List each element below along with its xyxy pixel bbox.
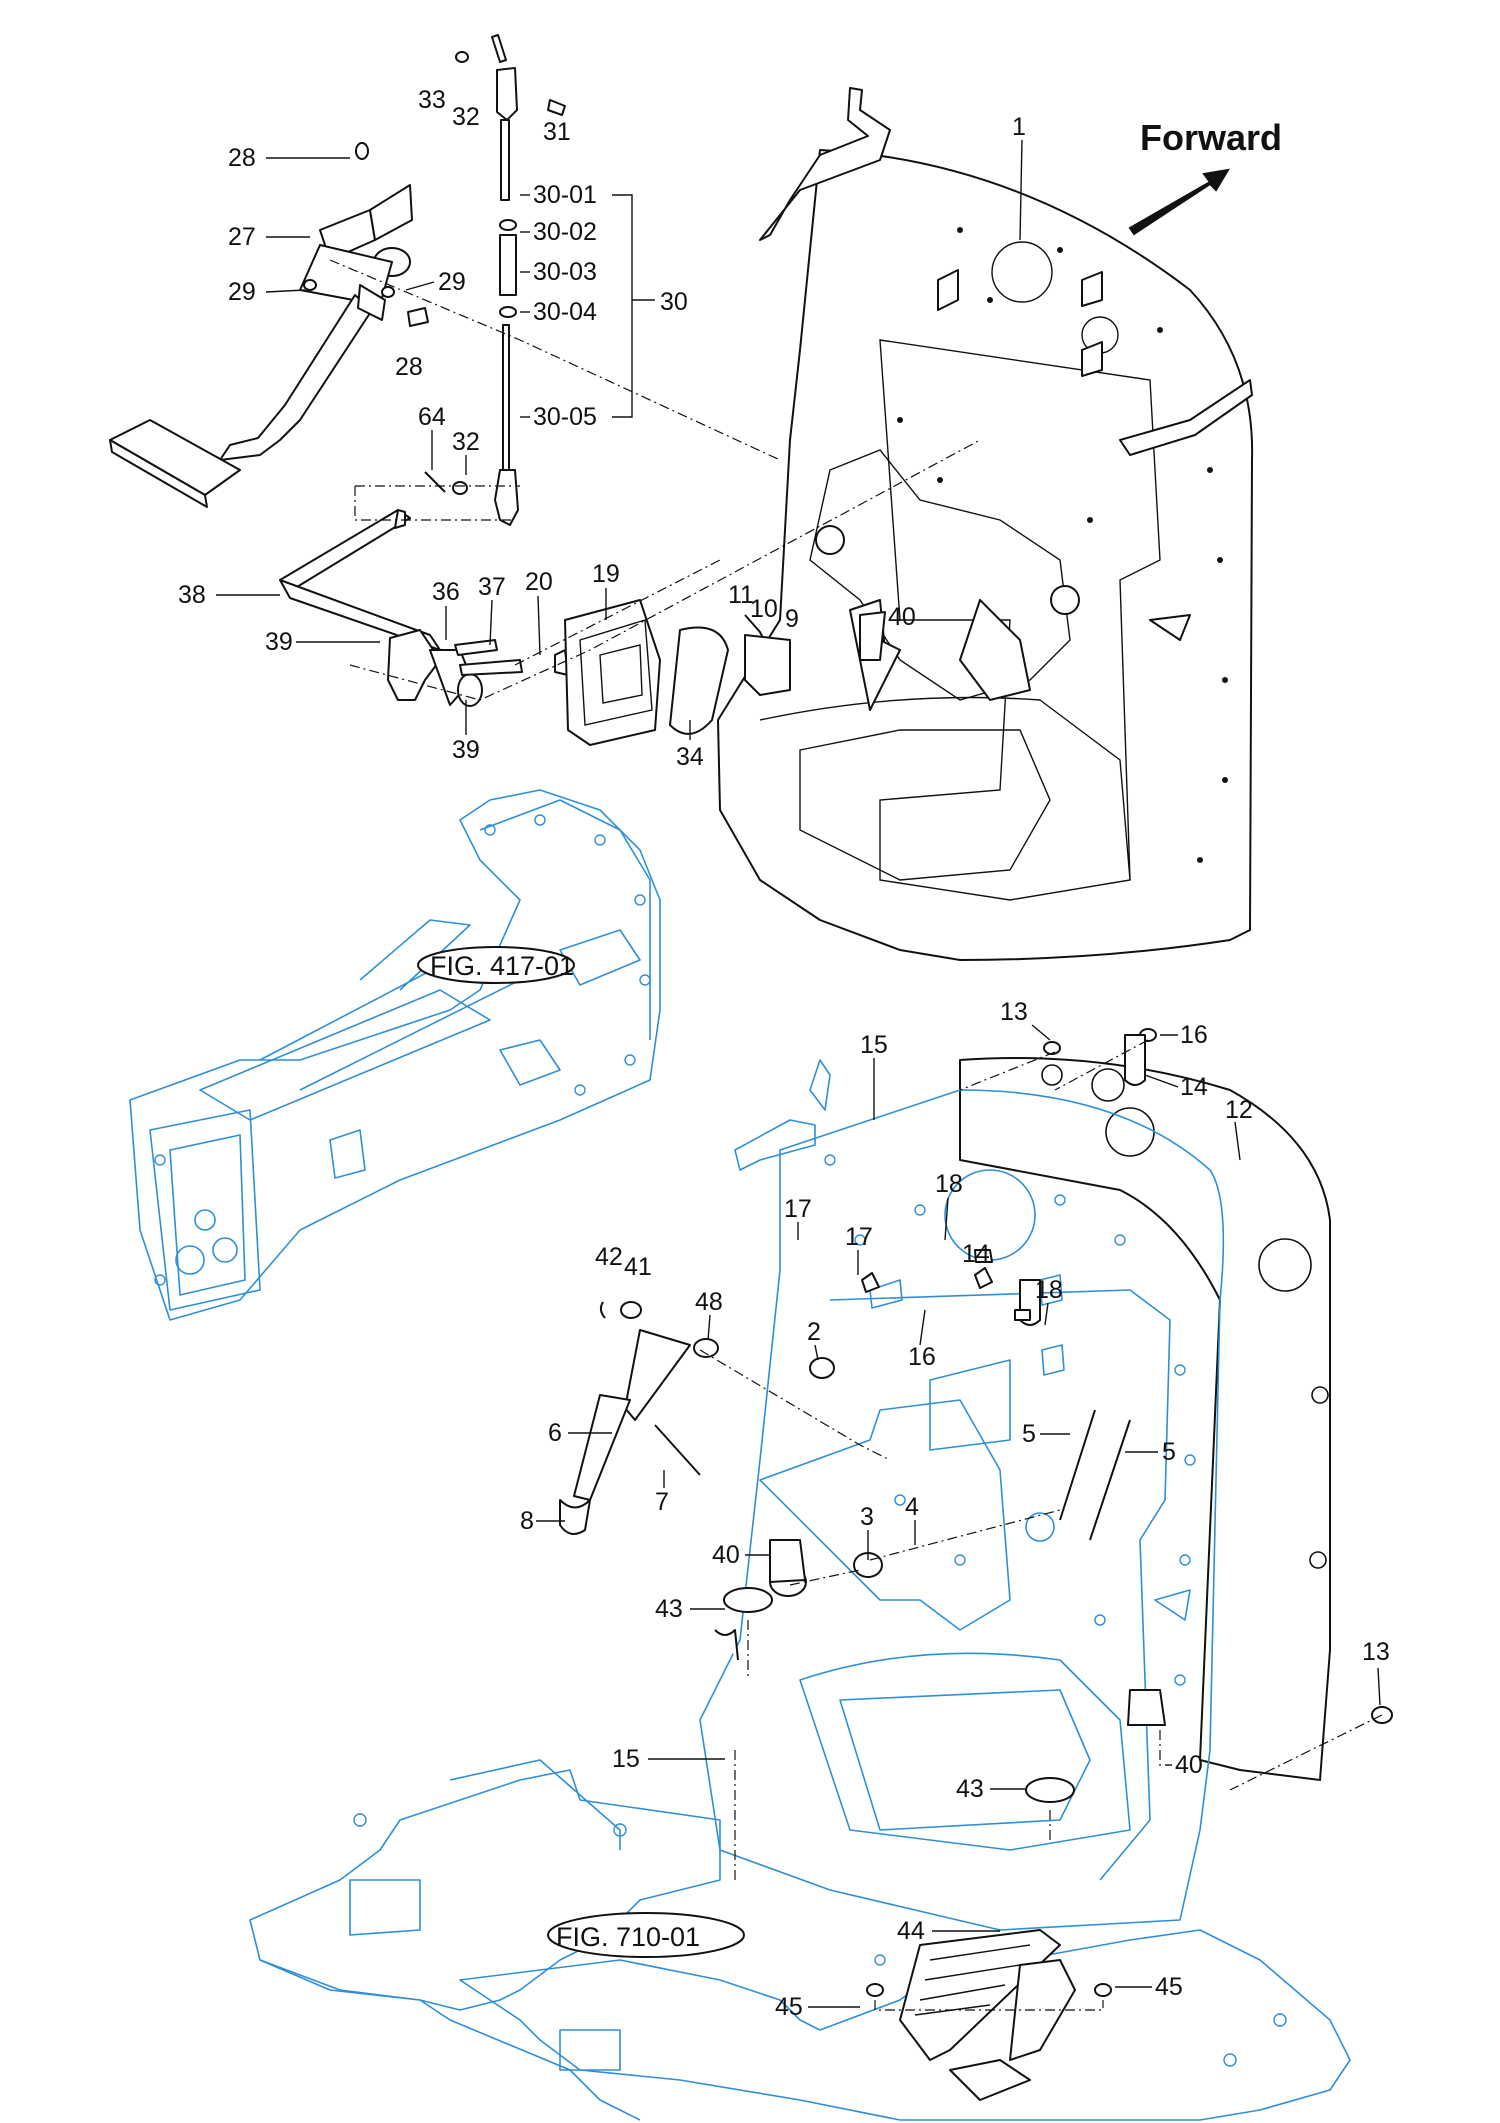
callout-20: 20 [525, 568, 553, 596]
callout-16-top: 16 [1180, 1021, 1208, 1049]
callout-33: 33 [418, 86, 446, 114]
callout-44: 44 [897, 1917, 925, 1945]
pedal-bracket-lower [699, 1059, 1225, 1931]
callout-40-right: 40 [1175, 1751, 1203, 1779]
callout-29-left: 29 [228, 278, 256, 306]
callout-15-lower: 15 [612, 1745, 640, 1773]
callout-38: 38 [178, 581, 206, 609]
callout-42: 42 [595, 1243, 623, 1271]
fig-417-ref-bubble [417, 946, 575, 984]
callout-3: 3 [860, 1503, 874, 1531]
callout-30-05: 30-05 [533, 403, 597, 431]
callout-2: 2 [807, 1318, 821, 1346]
forward-arrow-icon [1128, 168, 1230, 236]
fig-710-ref-bubble [547, 1912, 745, 1958]
forward-indicator: Forward [1128, 117, 1282, 236]
callout-32: 32 [452, 103, 480, 131]
callout-18-upper: 18 [935, 1170, 963, 1198]
callout-32-lower: 32 [452, 428, 480, 456]
fig-417-ref: FIG. 417-01 [430, 951, 574, 981]
callout-16-lower: 16 [908, 1343, 936, 1371]
callout-19: 19 [592, 560, 620, 588]
callout-30-01: 30-01 [533, 181, 597, 209]
callout-28-lower: 28 [395, 353, 423, 381]
callout-4: 4 [905, 1493, 919, 1521]
pedal-bracket-upper [717, 87, 1254, 961]
callout-41: 41 [624, 1253, 652, 1281]
callout-45-left: 45 [775, 1993, 803, 2021]
clutch-pedal-assembly [109, 34, 566, 526]
callout-7: 7 [655, 1488, 669, 1516]
callout-8: 8 [520, 1507, 534, 1535]
callout-5-left: 5 [1022, 1420, 1036, 1448]
fig-710-ref: FIG. 710-01 [556, 1922, 700, 1952]
callout-40-mid: 40 [712, 1541, 740, 1569]
callout-31: 31 [543, 118, 571, 146]
callout-18-lower: 18 [1035, 1276, 1063, 1304]
upper-callouts: 33 32 31 28 30-01 30-02 30-03 30-04 30-0… [178, 86, 1026, 771]
callout-30-03: 30-03 [533, 258, 597, 286]
callout-27: 27 [228, 223, 256, 251]
callout-17-right: 17 [845, 1223, 873, 1251]
callout-9: 9 [785, 605, 799, 633]
callout-13-top: 13 [1000, 998, 1028, 1026]
callout-6: 6 [548, 1419, 562, 1447]
callout-14-top: 14 [1180, 1073, 1208, 1101]
callout-30: 30 [660, 288, 688, 316]
callout-43-left: 43 [655, 1595, 683, 1623]
callout-40-upper: 40 [888, 603, 916, 631]
callout-17-left: 17 [784, 1195, 812, 1223]
callout-10: 10 [750, 595, 778, 623]
callout-14-lower: 14 [962, 1240, 990, 1268]
callout-36: 36 [432, 578, 460, 606]
callout-34: 34 [676, 743, 704, 771]
callout-30-02: 30-02 [533, 218, 597, 246]
callout-39-lower: 39 [452, 736, 480, 764]
callout-11: 11 [728, 581, 754, 609]
callout-30-04: 30-04 [533, 298, 597, 326]
callout-12: 12 [1225, 1096, 1253, 1124]
lower-assembly-lines [699, 1039, 1383, 2011]
callout-64: 64 [418, 403, 446, 431]
callout-5-right: 5 [1162, 1438, 1176, 1466]
callout-15-top: 15 [860, 1031, 888, 1059]
lower-callouts: 13 16 14 15 12 18 17 17 14 18 42 41 48 2… [520, 998, 1390, 2021]
shift-lever-assembly [279, 509, 886, 746]
callout-37: 37 [478, 573, 506, 601]
callout-1: 1 [1012, 113, 1026, 141]
upper-assembly-lines [329, 259, 981, 701]
callout-48: 48 [695, 1288, 723, 1316]
callout-39-upper: 39 [265, 628, 293, 656]
forward-label: Forward [1140, 117, 1282, 158]
transmission-case: FIG. 417-01 [129, 789, 661, 1321]
floor-plate: FIG. 710-01 [249, 1759, 1351, 2121]
lower-small-parts [559, 1028, 1393, 2101]
callout-28: 28 [228, 144, 256, 172]
callout-13-right: 13 [1362, 1638, 1390, 1666]
callout-29-right: 29 [438, 268, 466, 296]
callout-43-right: 43 [956, 1775, 984, 1803]
callout-45-right: 45 [1155, 1973, 1183, 2001]
rear-panel [959, 1057, 1331, 1781]
